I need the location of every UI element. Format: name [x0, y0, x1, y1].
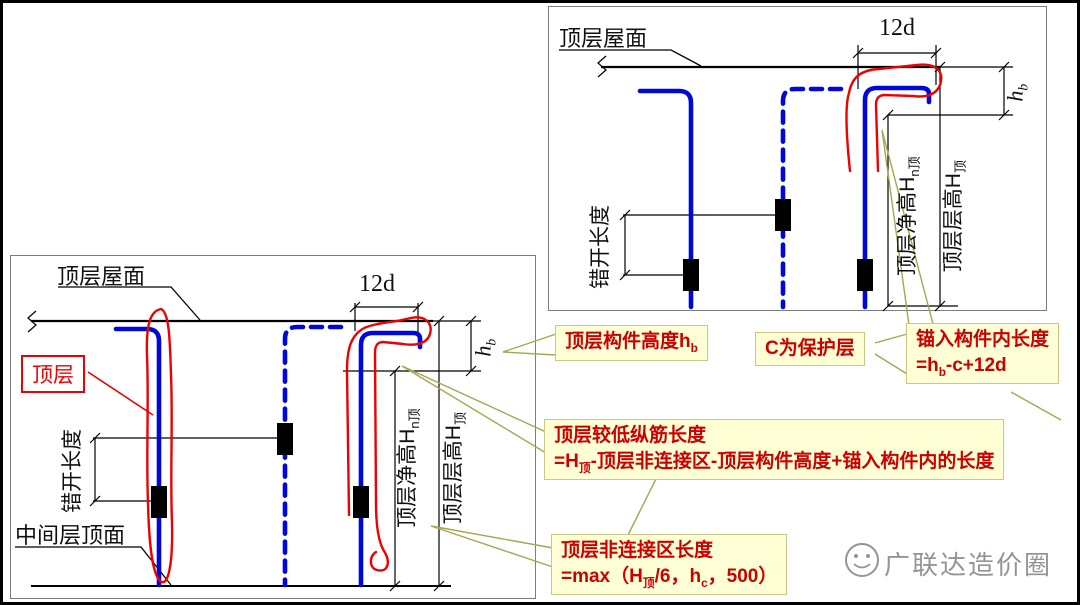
top-dimension-ticks	[619, 47, 1010, 312]
label-text: h	[1002, 90, 1028, 102]
splice-marker	[353, 486, 369, 518]
bottom-stagger-length-label: 错开长度	[61, 429, 84, 513]
formula-subscript: 顶	[642, 576, 655, 590]
bottom-12d-dim-label: 12d	[359, 271, 395, 297]
top-stagger-length-label: 错开长度	[589, 205, 612, 289]
leader-member-height	[502, 333, 557, 356]
bottom-midfloor-label-leader	[15, 546, 172, 586]
callout-lower-bar-length: 顶层较低纵筋长度 =H顶-顶层非连接区-顶层构件高度+锚入构件内的长度	[544, 419, 1005, 481]
label-text: 顶层层高H	[941, 173, 965, 273]
top-rebar-solid-left	[637, 88, 694, 310]
callout-text: 顶层构件高度h	[565, 331, 691, 352]
label-text: 顶层层高H	[441, 425, 465, 525]
formula-subscript: 顶	[578, 461, 591, 475]
label-text: h	[470, 345, 496, 357]
callout-title: 顶层较低纵筋长度	[554, 425, 707, 446]
leader-anchor-length	[881, 129, 934, 333]
top-rebar-dashed-middle	[780, 86, 844, 310]
formula-part: -顶层非连接区-顶层构件高度+锚入构件内的长度	[590, 450, 995, 472]
top-floor-tag-leader	[87, 371, 154, 416]
callout-leaders	[401, 129, 1062, 568]
bottom-story-height-label: 顶层层高H顶	[437, 388, 469, 548]
bottom-midfloor-label: 中间层顶面	[15, 523, 126, 548]
splice-marker	[683, 259, 699, 291]
leader-lowerbar-to-nonconnect	[627, 472, 660, 536]
formula-part: /6，h	[654, 565, 702, 587]
leader-lower-bar	[401, 365, 547, 454]
label-subscript: 顶	[953, 160, 969, 174]
label-subscript: 顶	[453, 412, 469, 426]
diagram-linework	[15, 45, 1062, 592]
leader-anchor-to-lowerbar	[1010, 391, 1062, 421]
callout-member-height: 顶层构件高度hb	[555, 325, 708, 361]
label-text: 顶层净高H	[895, 176, 919, 276]
callout-title: 顶层非连接区长度	[561, 540, 714, 561]
callout-subscript: b	[690, 341, 698, 355]
label-text: 顶层净高H	[395, 428, 419, 528]
callout-title: 锚入构件内长度	[916, 329, 1050, 350]
bottom-beam-height-label: hb	[470, 326, 499, 370]
bottom-red-hook-highlight	[345, 316, 432, 572]
leader-cover-layer	[874, 333, 908, 375]
label-subscript: b	[1015, 83, 1031, 91]
watermark-brand: 广联达造价圈	[884, 550, 1053, 580]
label-subscript: n顶	[907, 156, 923, 177]
top-dimension-lines	[623, 45, 1005, 276]
callout-formula: =H顶-顶层非连接区-顶层构件高度+锚入构件内的长度	[554, 449, 994, 477]
bottom-net-height-label: 顶层净高Hn顶	[391, 378, 423, 558]
top-break-zigzag	[597, 55, 607, 78]
formula-part: =max（H	[561, 565, 643, 587]
callout-cover-layer: C为保护层	[755, 332, 865, 366]
top-roof-label-leader	[559, 49, 702, 67]
top-story-height-label: 顶层层高H顶	[937, 136, 969, 296]
bottom-rebar-dashed-middle	[282, 324, 344, 588]
splice-marker	[857, 259, 873, 291]
bottom-break-zigzag	[27, 310, 37, 333]
label-subscript: n顶	[407, 408, 423, 429]
top-beam-height-label: hb	[1002, 71, 1031, 115]
formula-part: -c+12d	[945, 354, 1007, 376]
bottom-rebar-solid-right-hook	[358, 330, 423, 588]
label-subscript: b	[483, 338, 499, 346]
leader-non-connection	[430, 525, 554, 568]
splice-marker	[277, 423, 293, 455]
formula-subscript: b	[938, 365, 946, 379]
bottom-roof-label-leader	[58, 286, 201, 321]
top-12d-dim-label: 12d	[879, 15, 915, 41]
callout-anchor-length: 锚入构件内长度 =hb-c+12d	[906, 323, 1060, 385]
top-structure-lines	[887, 66, 1013, 307]
top-roof-label: 顶层屋面	[559, 26, 648, 51]
formula-part: =H	[554, 450, 579, 472]
formula-subscript: c	[701, 576, 708, 590]
formula-part: ，500）	[707, 565, 778, 587]
top-net-height-label: 顶层净高Hn顶	[891, 126, 923, 306]
bottom-roof-label: 顶层屋面	[57, 264, 146, 289]
callout-formula: =max（H顶/6，hc，500）	[561, 564, 777, 592]
callout-formula: =hb-c+12d	[916, 353, 1049, 381]
watermark-logo-icon	[845, 543, 879, 577]
splice-marker	[775, 199, 791, 231]
bottom-red-bar-highlight	[145, 307, 174, 584]
top-rebar-solid-right-hook	[862, 85, 932, 310]
bottom-diagram	[15, 286, 481, 592]
splice-marker	[151, 486, 167, 518]
top-red-hook-highlight	[845, 63, 943, 173]
formula-part: =h	[916, 354, 939, 376]
top-diagram	[559, 45, 1013, 312]
bottom-dimension-ticks	[89, 301, 477, 592]
callout-non-connection-zone: 顶层非连接区长度 =max（H顶/6，hc，500）	[551, 534, 788, 596]
top-floor-tag: 顶层	[21, 355, 85, 393]
top-diagram-frame	[548, 6, 1047, 311]
